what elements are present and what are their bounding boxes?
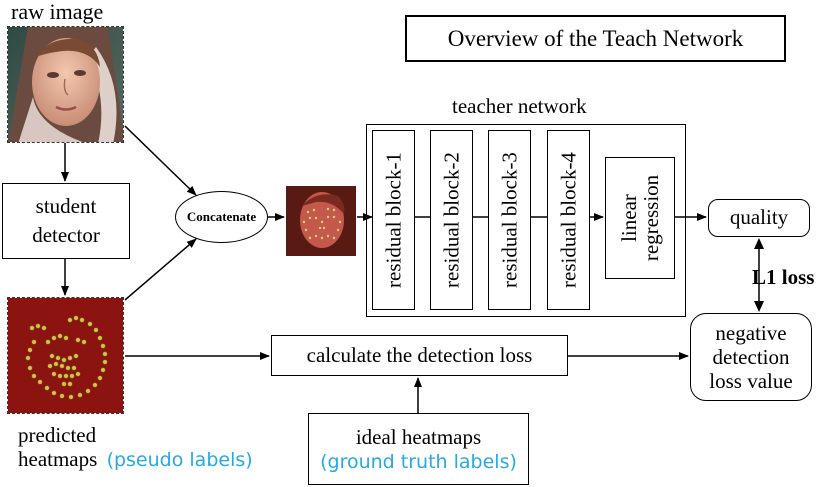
arrow-raw-to-concat (124, 125, 197, 196)
ideal-heatmaps-line1: ideal heatmaps (355, 424, 482, 449)
residual-block-1-label: residual block-1 (381, 152, 405, 288)
negative-loss-line1: negative (715, 320, 787, 345)
calculate-detection-loss-box: calculate the detection loss (271, 335, 568, 376)
residual-block-2-label: residual block-2 (439, 152, 463, 288)
calculate-detection-loss-label: calculate the detection loss (306, 342, 533, 367)
raw-face-image (7, 26, 124, 143)
predicted-heatmap-image (7, 297, 124, 414)
concatenate-label: Concatenate (186, 209, 257, 224)
linear-regression-box: linear regression (605, 157, 675, 279)
concatenate-node: Concatenate (175, 191, 268, 243)
ideal-heatmaps-box: ideal heatmaps (ground truth labels) (308, 413, 529, 485)
student-detector-line1: student (35, 193, 97, 218)
teacher-network-label: teacher network (452, 94, 587, 118)
residual-block-4-label: residual block-4 (556, 152, 580, 288)
ground-truth-labels-note: (ground truth labels) (320, 450, 517, 473)
fused-face-image (286, 186, 356, 256)
raw-image-label: raw image (11, 0, 104, 24)
residual-block-4: residual block-4 (547, 130, 590, 310)
diagram-title: Overview of the Teach Network (447, 25, 744, 51)
quality-box: quality (708, 199, 810, 237)
residual-block-2: residual block-2 (430, 130, 473, 310)
negative-loss-line3: loss value (709, 369, 793, 394)
arrow-heatmap-to-concat (124, 238, 197, 301)
student-detector-box: student detector (2, 183, 130, 259)
predicted-line1: predicted (18, 423, 97, 447)
predicted-heatmaps-label: predicted heatmaps (pseudo labels) (18, 423, 253, 472)
residual-block-3: residual block-3 (488, 130, 531, 310)
l1-loss-label: L1 loss (752, 265, 815, 289)
negative-detection-loss-box: negative detection loss value (690, 313, 812, 401)
student-detector-line2: detector (32, 223, 100, 247)
quality-label: quality (729, 205, 789, 230)
linear-regression-label: linear regression (616, 174, 663, 262)
residual-block-3-label: residual block-3 (497, 152, 521, 288)
linear-regression-line2: regression (639, 174, 663, 262)
pseudo-labels-note: (pseudo labels) (106, 448, 253, 471)
predicted-line2-row: heatmaps (pseudo labels) (18, 446, 253, 472)
negative-loss-line2: detection (712, 344, 790, 369)
linear-regression-line1: linear (616, 194, 641, 242)
title-box: Overview of the Teach Network (405, 15, 786, 62)
predicted-line2: heatmaps (18, 446, 98, 471)
residual-block-1: residual block-1 (372, 130, 415, 310)
